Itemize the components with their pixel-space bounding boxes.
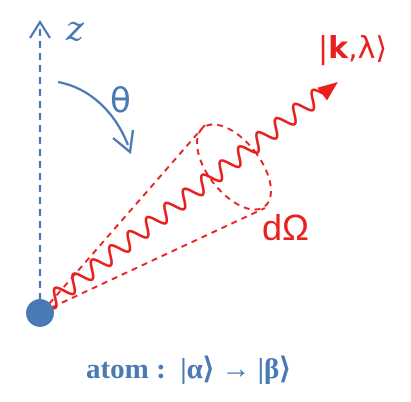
atom-dot: [26, 299, 54, 327]
photon-arrowhead-icon: [317, 82, 338, 101]
theta-label: θ: [110, 81, 131, 121]
z-axis-label: z: [65, 9, 85, 49]
transition-caption: atom : |α⟩ → |β⟩: [86, 353, 291, 385]
cone-upper-edge: [41, 124, 206, 313]
cone-lower-edge: [41, 207, 266, 313]
photon-state-label: |k,λ⟩: [318, 31, 387, 66]
theta-arc: [57, 80, 130, 146]
solid-angle-label: dΩ: [262, 207, 309, 248]
z-axis-arrowhead-icon: [29, 19, 51, 39]
photon-wave: [44, 88, 324, 310]
theta-arrowhead-icon: [112, 129, 135, 155]
